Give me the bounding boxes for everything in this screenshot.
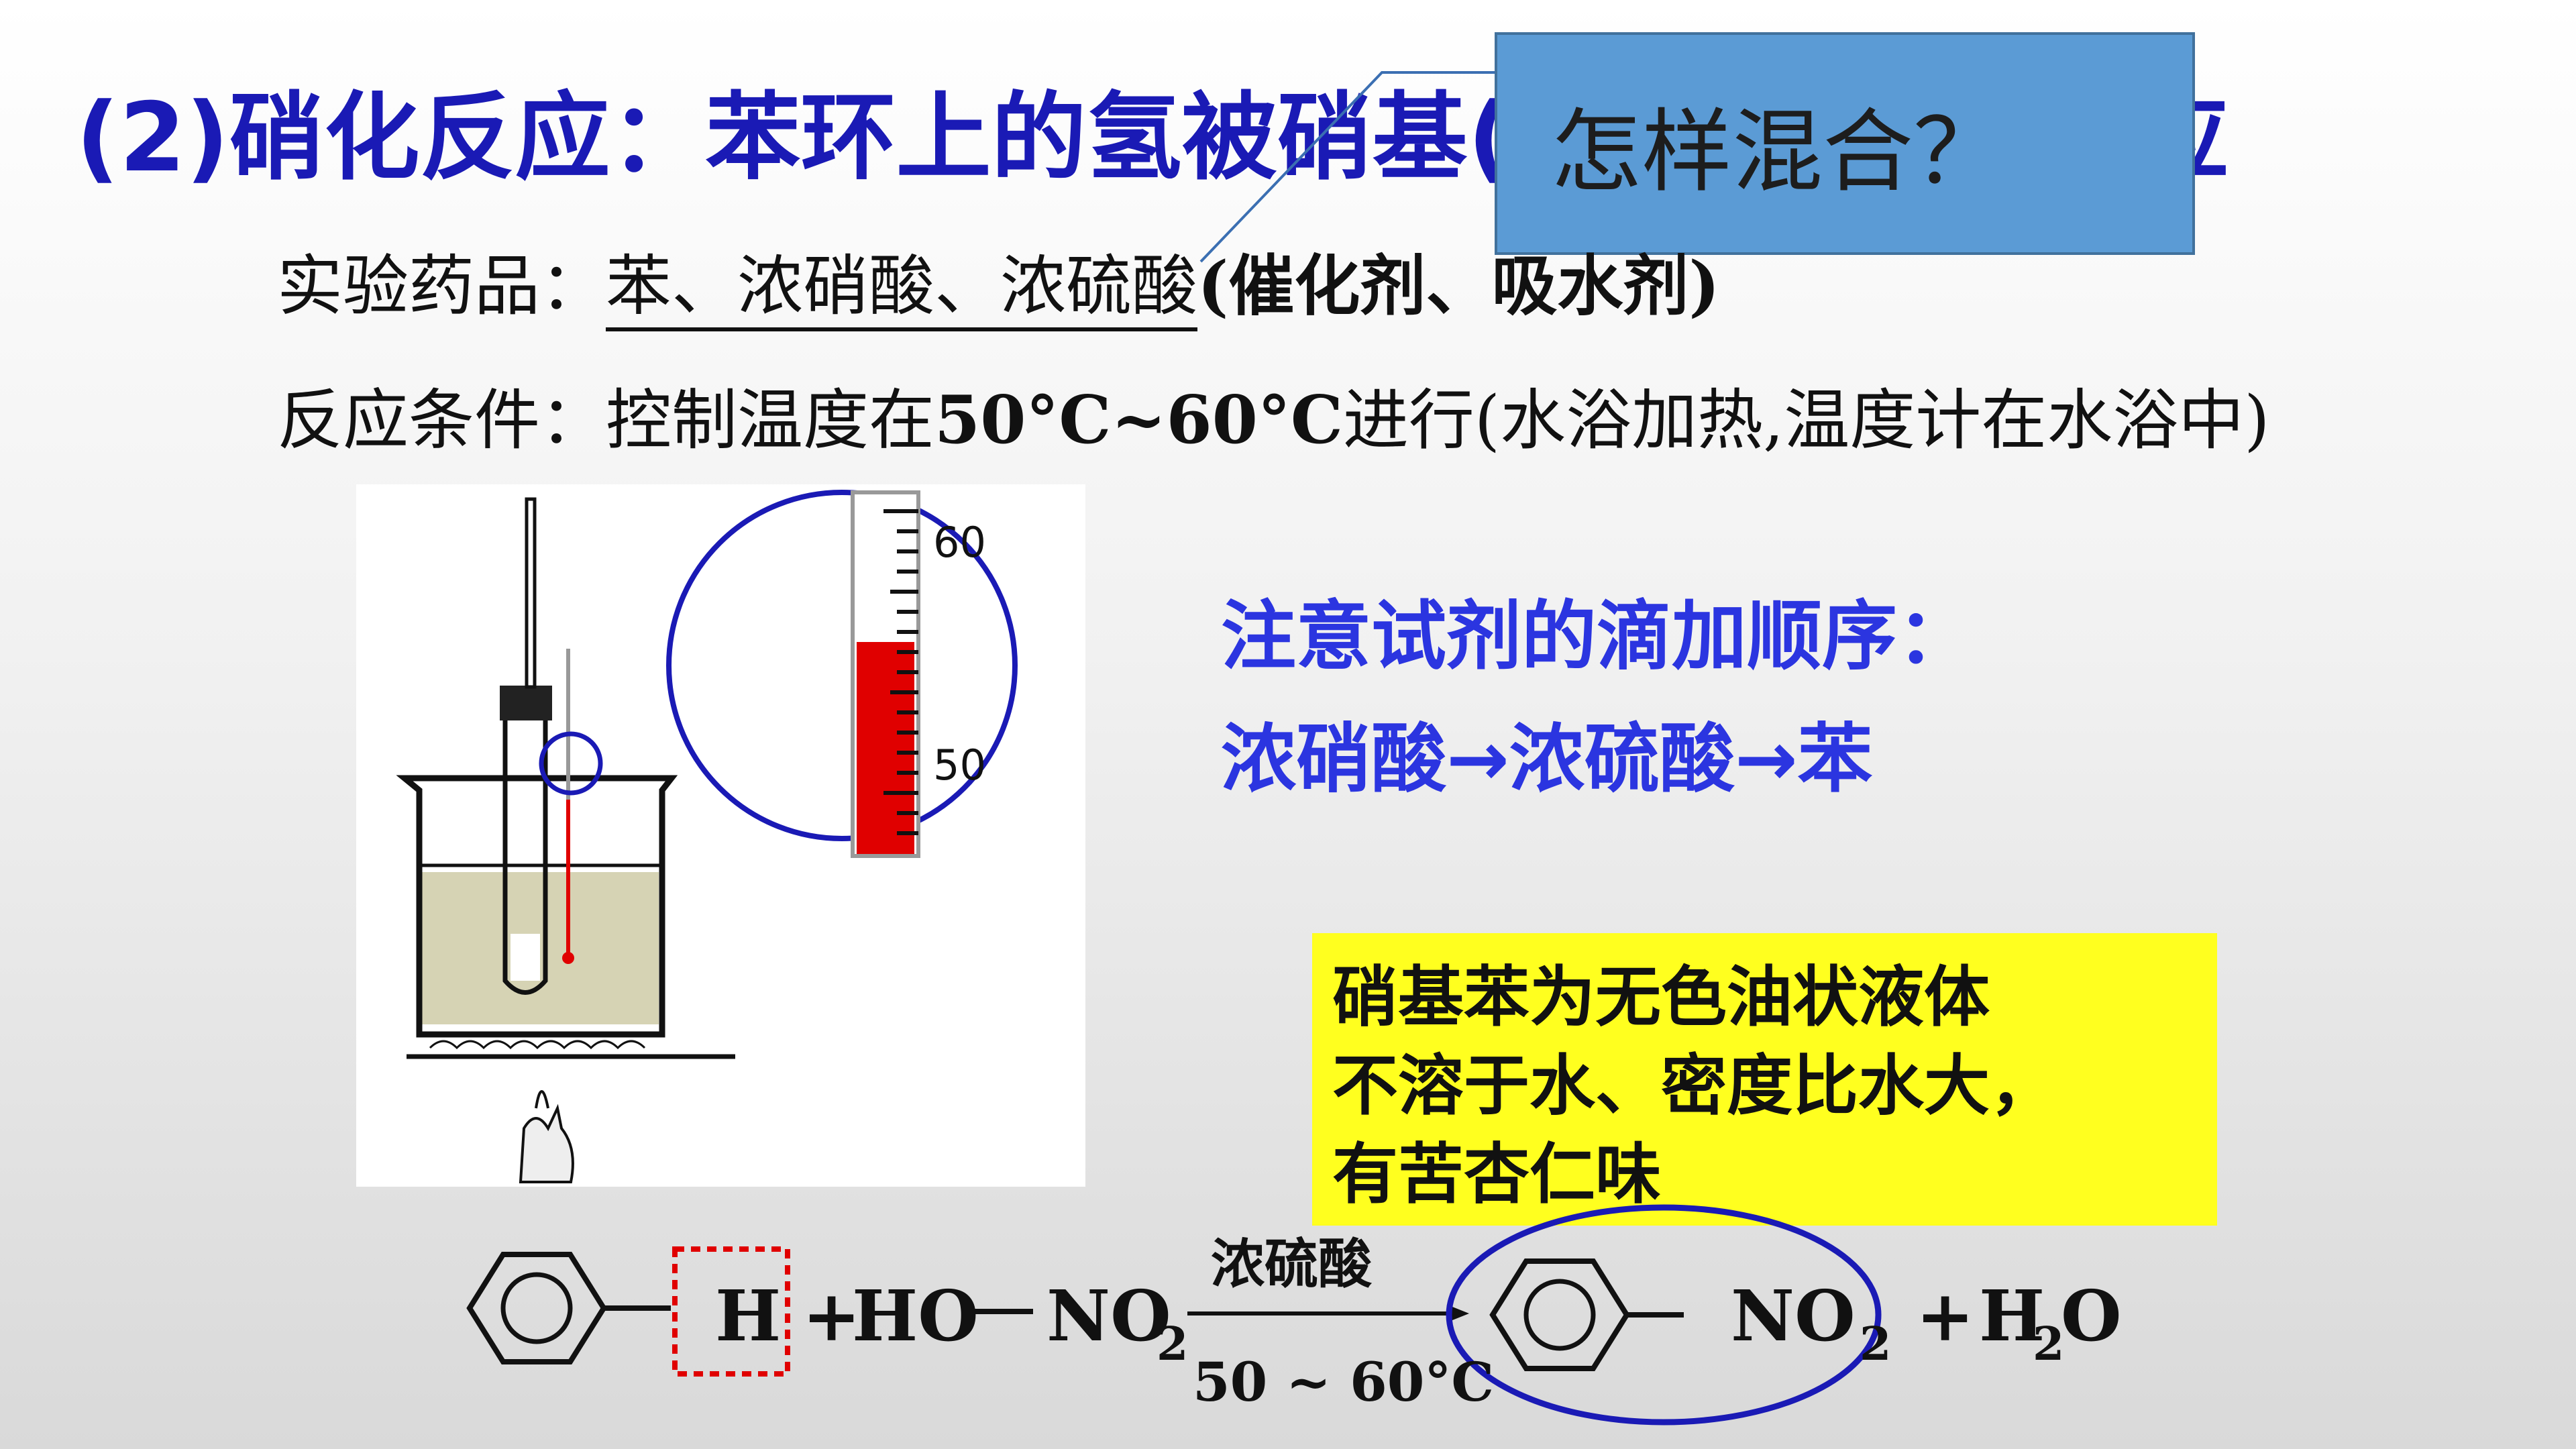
equation-graphics [466, 1204, 1882, 1426]
eq-catalyst: 浓硫酸 [1211, 1233, 1372, 1295]
note-line-1: 硝基苯为无色油状液体 [1332, 959, 1990, 1036]
eq-water-h: H [1979, 1275, 2045, 1357]
eq-subscript-left: 2 [1157, 1318, 1189, 1371]
reagents-line: 实验药品：苯、浓硝酸、浓硫酸(催化剂、吸水剂) [277, 248, 1720, 331]
callout-pointer [1199, 71, 1503, 263]
eq-ho: HO [852, 1275, 979, 1357]
eq-h: H [715, 1275, 782, 1357]
eq-subscript-right: 2 [1860, 1318, 1892, 1371]
reagents-roles: (催化剂、吸水剂) [1197, 248, 1720, 325]
conditions-temp: 50°C~60°C [934, 382, 1343, 459]
callout-text: 怎样混合？ [1551, 99, 2004, 205]
thermometer-tick-60: 60 [933, 518, 986, 567]
product-highlight [1446, 1204, 1882, 1426]
beaker [396, 775, 678, 1038]
zoom-circle [666, 490, 1018, 841]
nitrobenzene-note: 硝基苯为无色油状液体 不溶于水、密度比水大， 有苦杏仁味 [1312, 933, 2217, 1226]
eq-temperature: 50 ~ 60°C [1193, 1350, 1495, 1413]
alcohol-burner [519, 1104, 574, 1183]
eq-plus-2: + [1916, 1275, 1975, 1357]
test-tube [502, 706, 548, 995]
eq-water-sub: 2 [2033, 1318, 2065, 1371]
note-line-3: 有苦杏仁味 [1332, 1136, 1662, 1213]
eq-plus-1: + [802, 1275, 861, 1357]
conditions-rest: 进行(水浴加热,温度计在水浴中) [1342, 382, 2270, 459]
glass-tube [525, 497, 537, 689]
zoom-marker [539, 731, 603, 796]
thermometer-tick-50: 50 [933, 741, 986, 790]
reagents-list: 苯、浓硝酸、浓硫酸 [606, 248, 1198, 331]
apparatus-drawing: 60 50 [396, 490, 1018, 1183]
benzene-ring-left [466, 1252, 607, 1364]
conditions-line: 反应条件：控制温度在50°C~60°C进行(水浴加热,温度计在水浴中) [277, 388, 2270, 454]
eq-water-o: O [2061, 1275, 2122, 1357]
stopper [500, 686, 552, 720]
order-sequence: 浓硝酸→浓硫酸→苯 [1221, 716, 1873, 803]
conditions-label: 反应条件：控制温度在 [277, 382, 935, 459]
order-heading: 注意试剂的滴加顺序： [1221, 593, 1972, 680]
apparatus-diagram: 60 50 [356, 484, 1085, 1187]
benzene-ring-right [1489, 1258, 1630, 1371]
note-line-2: 不溶于水、密度比水大， [1332, 1048, 2056, 1124]
removed-group-box [672, 1246, 790, 1377]
eq-no2-right: NO [1731, 1275, 1856, 1357]
slide-title: (2)硝化反应：苯环上的氢被硝基(- [76, 83, 1551, 193]
callout-question: 怎样混合？ [1495, 32, 2195, 255]
reagents-label: 实验药品： [277, 248, 606, 325]
eq-no2-left: NO [1046, 1275, 1171, 1357]
